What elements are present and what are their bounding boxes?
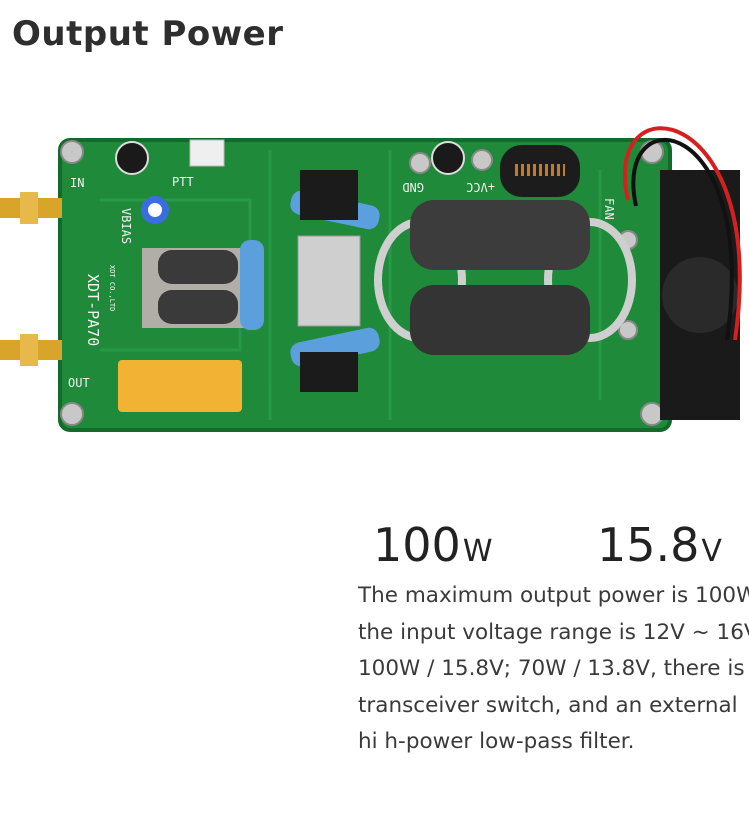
- label-in: IN: [70, 176, 84, 190]
- description-line: The maximum output power is 100W,: [358, 583, 749, 608]
- label-company: XDT CO.,LTD: [108, 265, 116, 311]
- spec-power-unit: W: [462, 534, 493, 569]
- screw-icons: [60, 140, 664, 426]
- spec-power-value: 100: [373, 518, 461, 572]
- spec-voltage-unit: V: [701, 534, 722, 569]
- capacitor-47uf: [431, 141, 465, 175]
- description-line: hi h-power low-pass filter.: [358, 729, 635, 754]
- spec-voltage: 15.8V: [597, 518, 722, 572]
- page-title: Output Power: [12, 14, 284, 54]
- description-line: 100W / 15.8V; 70W / 13.8V, there is a: [358, 656, 749, 681]
- sma-connector-out: [0, 334, 62, 366]
- label-vbias: VBIAS: [119, 208, 133, 244]
- output-transformer: [374, 200, 636, 355]
- label-model: XDT-PA70: [84, 274, 102, 346]
- spec-voltage-value: 15.8: [597, 518, 700, 572]
- label-ptt: PTT: [172, 175, 194, 189]
- description-line: the input voltage range is 12V ~ 16V,: [358, 619, 749, 645]
- input-transformer: [142, 248, 252, 328]
- description-paragraph: The maximum output power is 100W, the in…: [358, 578, 749, 761]
- description-line: transceiver switch, and an external: [358, 692, 738, 718]
- label-out: OUT: [68, 376, 90, 390]
- amplifier-board-photo: IN OUT PTT GND +VCC FAN VBIAS XDT-PA70 X…: [0, 100, 749, 450]
- capacitor-100uf: [115, 141, 149, 175]
- sma-connector-in: [0, 192, 62, 224]
- relay: [118, 360, 242, 412]
- spec-power: 100W: [373, 518, 492, 572]
- transistor-block: [297, 235, 361, 327]
- ptt-header: [189, 139, 225, 167]
- cooling-fan: [622, 126, 742, 420]
- label-gnd: GND: [402, 180, 424, 194]
- label-fan: FAN: [602, 198, 616, 220]
- label-vcc: +VCC: [466, 180, 495, 194]
